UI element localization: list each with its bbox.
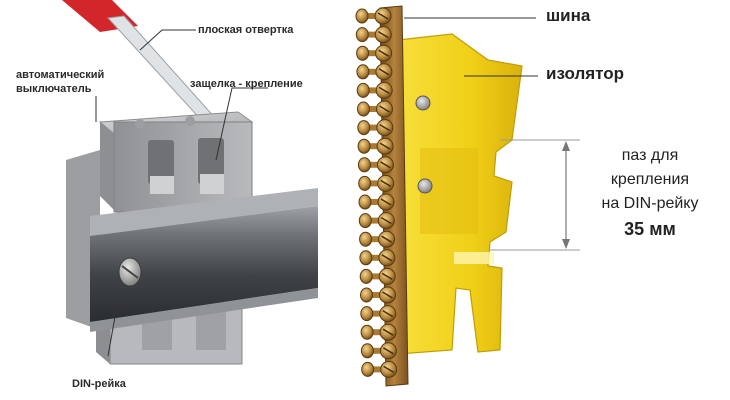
bus-screw xyxy=(361,306,396,322)
bus-screw xyxy=(360,250,395,266)
bus-screw xyxy=(359,194,394,210)
label-insulator: изолятор xyxy=(546,64,624,84)
bus-screw xyxy=(359,213,394,229)
bus-screw xyxy=(361,287,396,303)
bus-screw xyxy=(359,175,394,191)
label-bus: шина xyxy=(546,6,590,26)
bus-screw xyxy=(356,8,391,24)
insulator xyxy=(398,34,522,354)
bus-screw xyxy=(357,45,392,61)
bus-screw xyxy=(362,361,397,377)
bus-screw xyxy=(361,343,396,359)
bus-screw xyxy=(357,82,392,98)
bus-screw xyxy=(360,268,395,284)
bus-screw xyxy=(358,157,393,173)
bus-screw xyxy=(358,120,393,136)
label-groove-size: 35 мм xyxy=(590,219,710,239)
label-breaker-line1: автоматический xyxy=(16,69,104,82)
bus-screw xyxy=(358,138,393,154)
bus-screw xyxy=(358,101,393,117)
label-groove-line2: крепления xyxy=(590,170,710,190)
bus-screw xyxy=(356,27,391,43)
bus-screw xyxy=(361,324,396,340)
label-din-rail: DIN-рейка xyxy=(72,378,126,391)
bus-screw xyxy=(360,231,395,247)
label-groove-line3: на DIN-рейку xyxy=(584,194,716,214)
label-screwdriver: плоская отвертка xyxy=(198,24,293,37)
bus-screw xyxy=(357,64,392,80)
label-latch: защелка - крепление xyxy=(190,78,303,91)
label-breaker-line2: выключатель xyxy=(16,83,92,96)
label-groove-line1: паз для xyxy=(590,146,710,166)
